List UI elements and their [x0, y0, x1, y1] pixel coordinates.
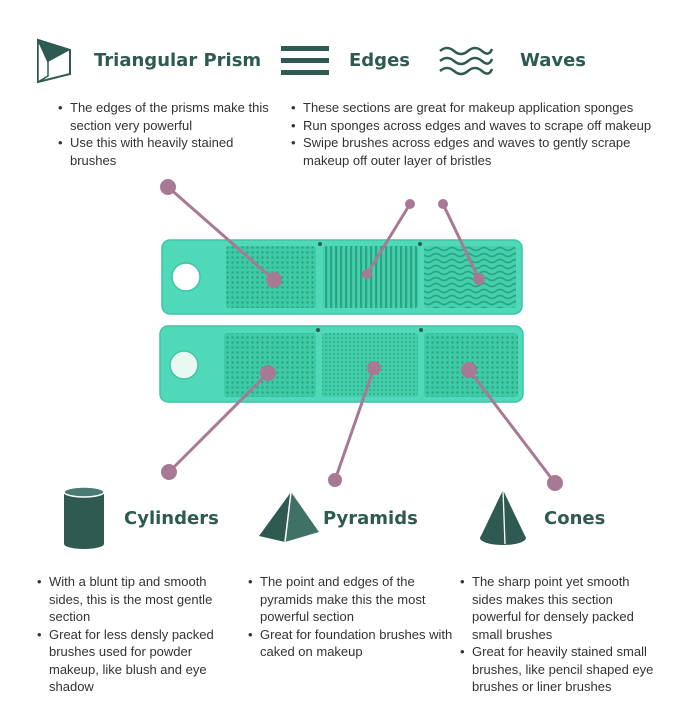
- list-item: These sections are great for makeup appl…: [291, 99, 663, 117]
- waves-icon: [439, 46, 494, 76]
- cylinders-bullets: With a blunt tip and smooth sides, this …: [35, 573, 237, 696]
- prism-bullets: The edges of the prisms make this sectio…: [56, 99, 270, 169]
- list-item: Great for less densly packed brushes use…: [37, 626, 237, 696]
- cylinders-section: [224, 333, 316, 397]
- list-item: The point and edges of the pyramids make…: [248, 573, 456, 626]
- list-item: Great for foundation brushes with caked …: [248, 626, 456, 661]
- list-item: With a blunt tip and smooth sides, this …: [37, 573, 237, 626]
- waves-section: [424, 246, 516, 308]
- cones-bullets: The sharp point yet smooth sides makes t…: [458, 573, 662, 696]
- waves-title: Waves: [520, 50, 587, 71]
- list-item: The edges of the prisms make this sectio…: [58, 99, 270, 134]
- pyramids-bullets: The point and edges of the pyramids make…: [246, 573, 456, 661]
- edges-waves-bullets: These sections are great for makeup appl…: [289, 99, 663, 169]
- list-item: Swipe brushes across edges and waves to …: [291, 134, 663, 169]
- cylinder-icon: [63, 486, 105, 549]
- edges-title: Edges: [349, 50, 410, 71]
- callout-pins: [160, 179, 563, 491]
- top-tray: [161, 239, 523, 315]
- cones-title: Cones: [544, 508, 606, 529]
- cone-icon: [480, 489, 526, 545]
- list-item: The sharp point yet smooth sides makes t…: [460, 573, 662, 643]
- edges-icon: [281, 46, 329, 75]
- pyramids-title: Pyramids: [323, 508, 418, 529]
- list-item: Use this with heavily stained brushes: [58, 134, 270, 169]
- cylinders-title: Cylinders: [124, 508, 219, 529]
- triangular-prism-icon: [37, 38, 71, 84]
- list-item: Run sponges across edges and waves to sc…: [291, 117, 663, 135]
- prism-title: Triangular Prism: [94, 50, 262, 71]
- pyramid-icon: [259, 491, 319, 543]
- list-item: Great for heavily stained small brushes,…: [460, 643, 662, 696]
